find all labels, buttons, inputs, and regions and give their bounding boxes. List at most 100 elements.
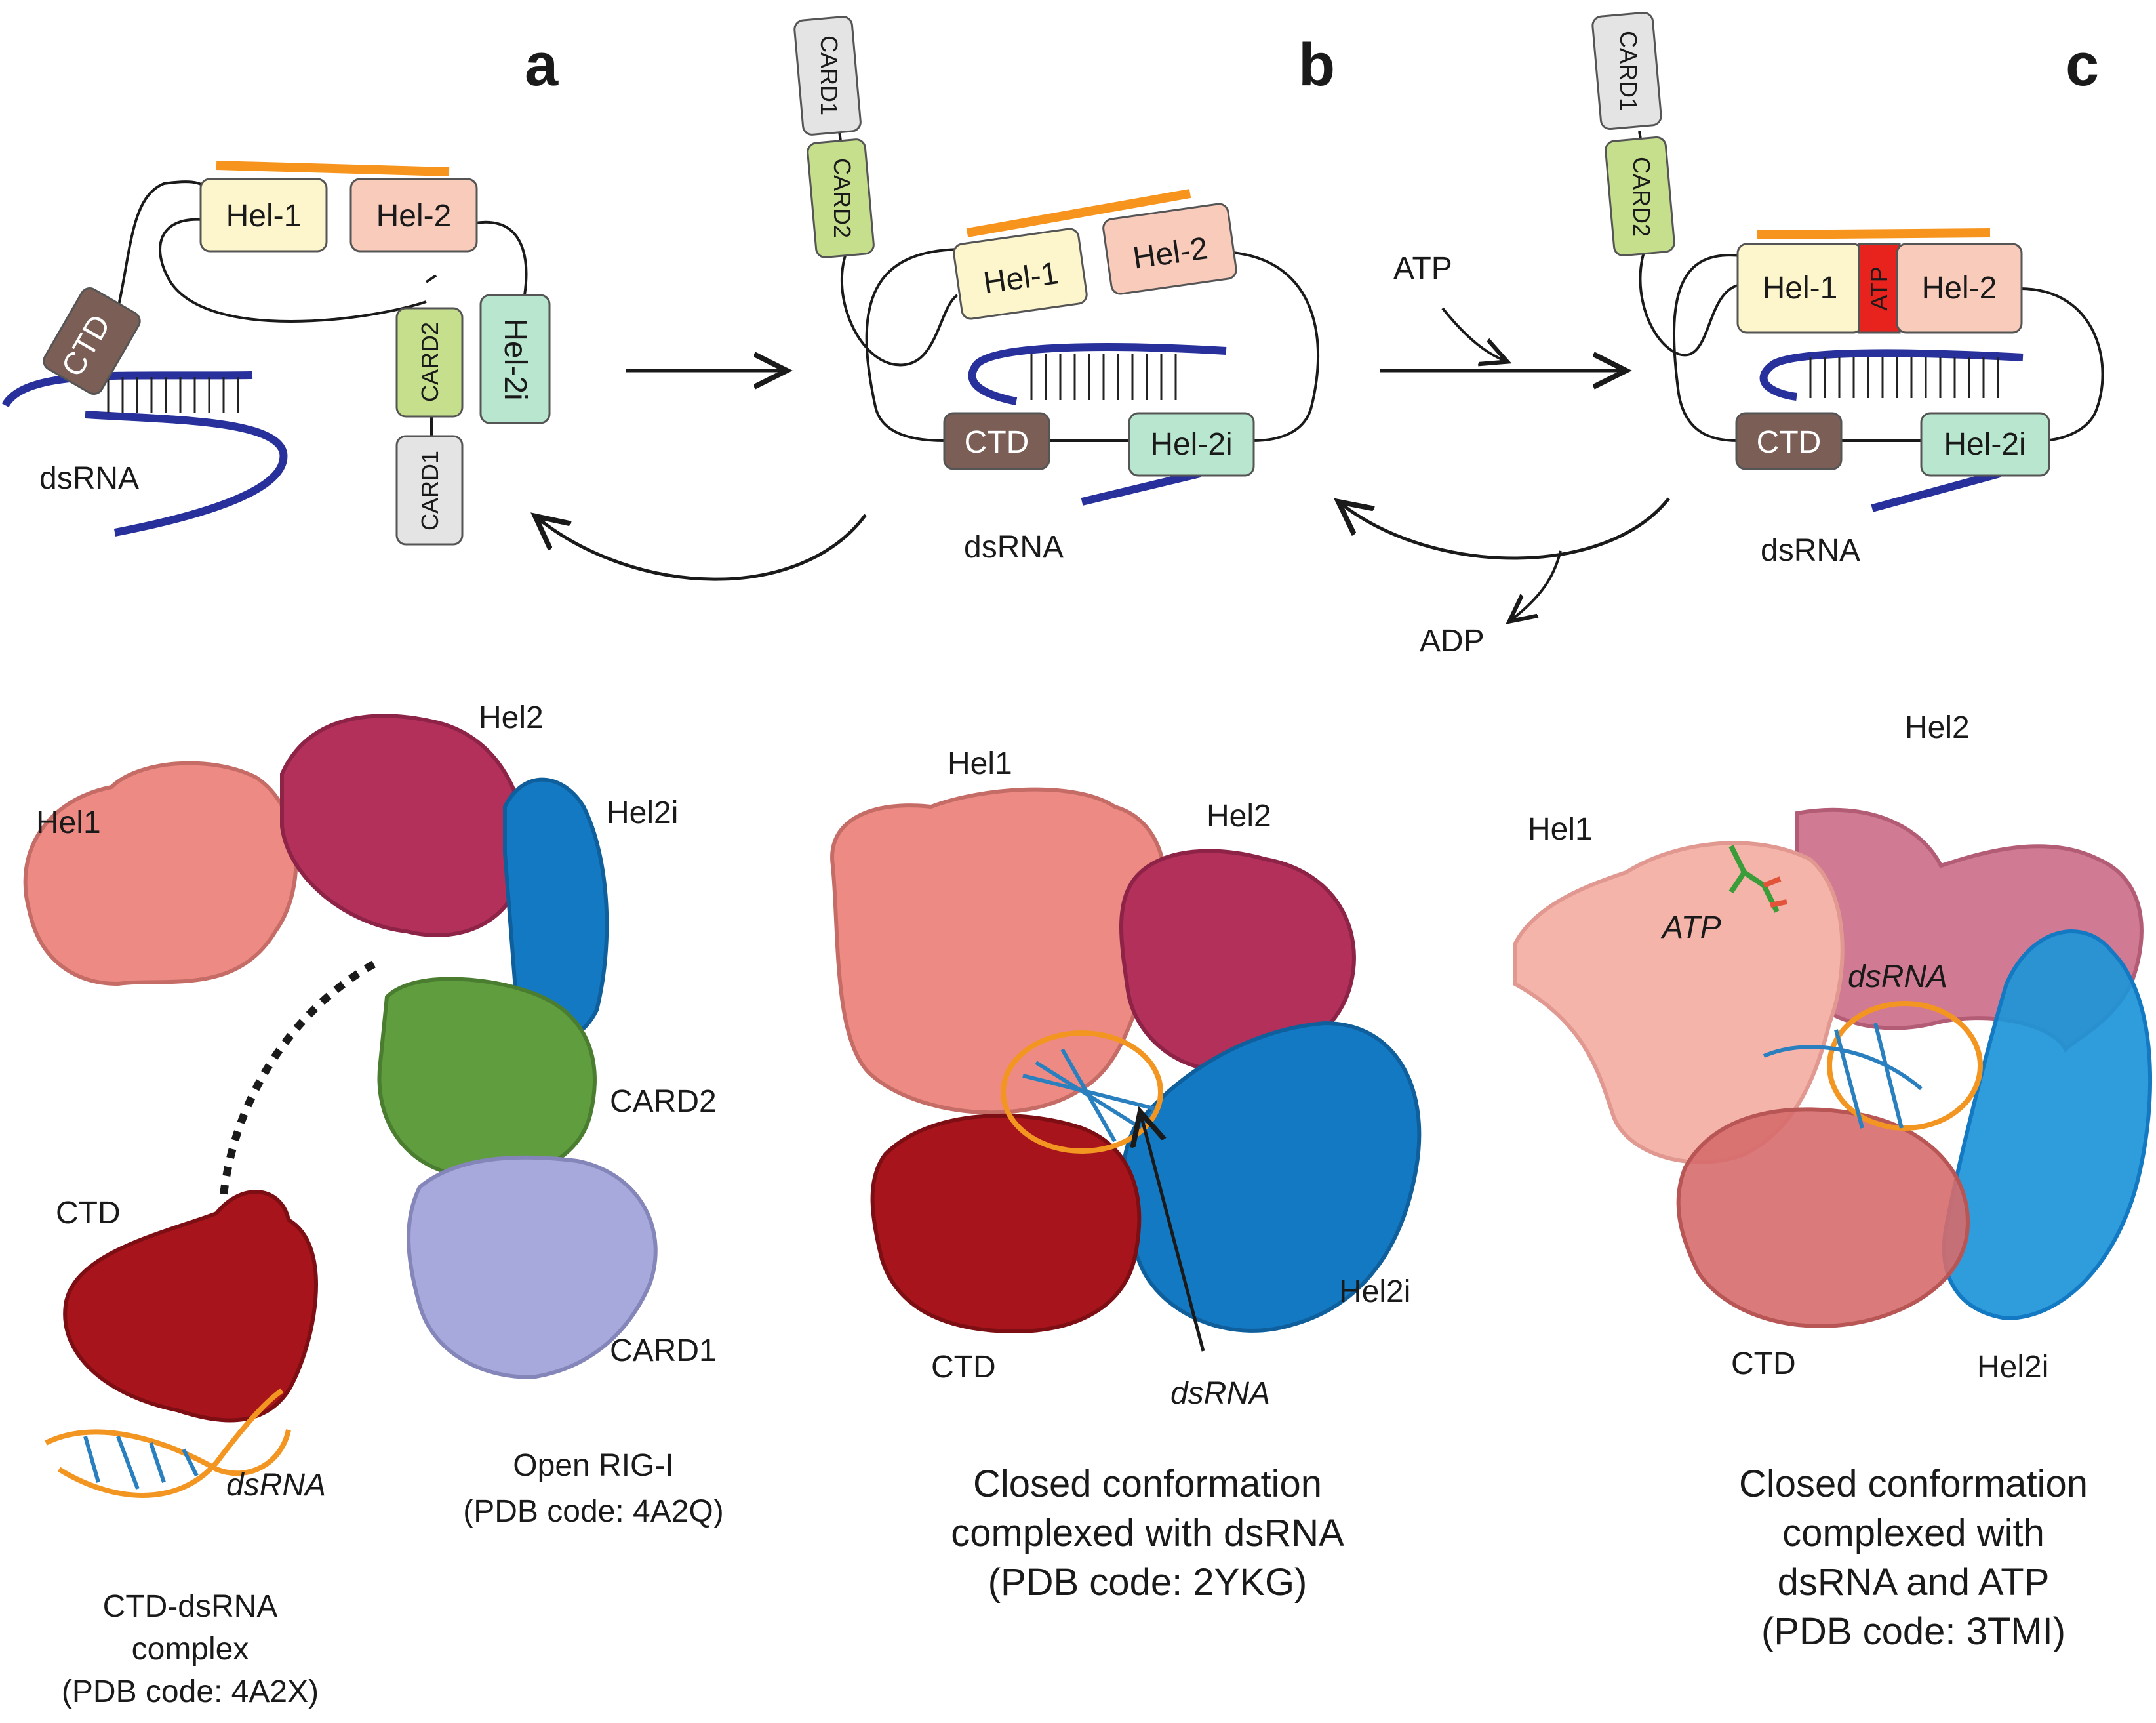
hel2i-box-b: Hel-2i xyxy=(1129,413,1254,476)
dsrna-label-c: dsRNA xyxy=(1761,533,1860,568)
card2-label-a: CARD2 xyxy=(610,1084,717,1119)
svg-text:Open RIG-I: Open RIG-I xyxy=(513,1448,673,1483)
adp-label: ADP xyxy=(1420,624,1485,659)
svg-text:complexed with dsRNA: complexed with dsRNA xyxy=(951,1512,1344,1554)
schematic-c: CARD1 CARD2 Hel-1 ATP Hel-2 CTD Hel-2i d… xyxy=(1592,12,2103,568)
svg-text:Hel-2i: Hel-2i xyxy=(1944,427,2026,462)
svg-text:ATP: ATP xyxy=(1866,266,1892,310)
ctd-label-c: CTD xyxy=(1731,1347,1796,1381)
svg-text:CARD1: CARD1 xyxy=(816,35,843,115)
hel1-label-a: Hel1 xyxy=(36,805,101,840)
atp-site-box-c: ATP xyxy=(1859,244,1900,333)
svg-text:complex: complex xyxy=(132,1632,249,1667)
svg-text:(PDB code: 4A2X): (PDB code: 4A2X) xyxy=(62,1674,319,1709)
rna-basepairs-a xyxy=(98,377,249,413)
svg-text:Hel-2i: Hel-2i xyxy=(498,318,532,400)
rna-strand-c-bottom xyxy=(1872,474,2000,508)
rna-basepairs-b xyxy=(1023,354,1187,400)
ctd-surface-c xyxy=(1679,1109,1968,1326)
panel-label-b: b xyxy=(1298,31,1335,98)
rna-strand-b-bottom xyxy=(1082,474,1200,502)
atp-label: ATP xyxy=(1393,251,1452,286)
card2-box-c: CARD2 xyxy=(1605,136,1675,256)
structure-c: Hel2 Hel1 ATP dsRNA CTD Hel2i xyxy=(1515,710,2150,1385)
hel2i-box-a: Hel-2i xyxy=(481,295,549,423)
svg-text:complexed with: complexed with xyxy=(1782,1512,2045,1554)
svg-text:(PDB code: 2YKG): (PDB code: 2YKG) xyxy=(988,1561,1308,1604)
hel2i-label-a: Hel2i xyxy=(607,796,678,830)
hel2-label-b: Hel2 xyxy=(1207,799,1271,834)
helicase-bar-a xyxy=(216,165,449,172)
atp-label-struct-c: ATP xyxy=(1660,910,1721,945)
hel2-label-a: Hel2 xyxy=(479,700,544,735)
dsrna-label-struct-a: dsRNA xyxy=(226,1468,326,1503)
hel2-label-c: Hel2 xyxy=(1905,710,1970,745)
svg-text:CARD2: CARD2 xyxy=(1628,157,1655,237)
svg-text:dsRNA and ATP: dsRNA and ATP xyxy=(1778,1561,2050,1604)
caption-a2: Open RIG-I (PDB code: 4A2Q) xyxy=(463,1448,724,1529)
svg-text:Closed conformation: Closed conformation xyxy=(1739,1463,2088,1505)
adp-output-arrow xyxy=(1511,551,1561,620)
svg-text:Hel-2: Hel-2 xyxy=(376,199,452,233)
panel-label-a: a xyxy=(525,31,559,98)
hel2i-label-c: Hel2i xyxy=(1977,1350,2048,1385)
svg-text:Hel-1: Hel-1 xyxy=(1763,271,1838,306)
helicase-bar-c xyxy=(1757,233,1990,235)
rna-basepairs-c xyxy=(1800,357,2010,398)
hel2i-label-b: Hel2i xyxy=(1339,1274,1410,1309)
hel1-label-b: Hel1 xyxy=(948,746,1012,781)
hel2-box-b: Hel-2 xyxy=(1102,203,1237,295)
schematic-b: CARD1 CARD2 Hel-1 Hel-2 CTD Hel-2i dsRNA xyxy=(794,16,1318,565)
hel1-surface-b xyxy=(832,790,1165,1113)
card1-box-a: CARD1 xyxy=(397,436,462,544)
svg-text:Hel-2i: Hel-2i xyxy=(1150,427,1232,462)
dsrna-label-b: dsRNA xyxy=(964,530,1064,565)
caption-c: Closed conformation complexed with dsRNA… xyxy=(1739,1463,2088,1653)
hel1-box-b: Hel-1 xyxy=(953,228,1088,320)
ctd-box-b: CTD xyxy=(944,413,1049,469)
svg-text:CARD1: CARD1 xyxy=(1615,31,1642,111)
card2-box-b: CARD2 xyxy=(807,138,875,258)
hel2-box-a: Hel-2 xyxy=(351,179,477,251)
svg-text:CARD1: CARD1 xyxy=(416,451,443,531)
card1-box-c: CARD1 xyxy=(1592,12,1662,129)
structure-a: Hel2 Hel1 Hel2i CARD2 CARD1 CTD dsRNA xyxy=(26,700,717,1503)
hel1-label-c: Hel1 xyxy=(1528,812,1593,847)
svg-text:(PDB code: 4A2Q): (PDB code: 4A2Q) xyxy=(463,1494,724,1529)
card2-box-a: CARD2 xyxy=(397,308,462,416)
hel1-box-a: Hel-1 xyxy=(201,179,327,251)
panel-label-c: c xyxy=(2066,31,2099,98)
ctd-label-a: CTD xyxy=(56,1196,121,1230)
ctd-box-c: CTD xyxy=(1736,413,1841,469)
card2-surface-a xyxy=(379,979,594,1179)
svg-text:Closed conformation: Closed conformation xyxy=(973,1463,1322,1505)
caption-a1: CTD-dsRNA complex (PDB code: 4A2X) xyxy=(62,1589,319,1709)
ctd-label-b: CTD xyxy=(931,1350,996,1385)
schematic-a: Hel-1 Hel-2 CARD2 CARD1 Hel-2i CTD dsRNA xyxy=(5,165,549,544)
card1-box-b: CARD1 xyxy=(794,16,862,135)
linker-dotted-a xyxy=(223,964,374,1200)
dsrna-label-a: dsRNA xyxy=(39,461,139,496)
svg-text:Hel-2: Hel-2 xyxy=(1922,271,1997,306)
hel2-box-c: Hel-2 xyxy=(1897,244,2022,333)
reverse-arrow-ba xyxy=(538,515,866,579)
svg-text:CARD2: CARD2 xyxy=(829,158,856,238)
svg-text:(PDB code: 3TMI): (PDB code: 3TMI) xyxy=(1761,1610,2066,1653)
atp-input-arrow xyxy=(1443,308,1505,361)
svg-text:Hel-1: Hel-1 xyxy=(226,199,302,233)
dsrna-label-struct-c: dsRNA xyxy=(1848,960,1947,994)
svg-text:CTD: CTD xyxy=(1757,425,1822,460)
dsrna-label-struct-b: dsRNA xyxy=(1170,1376,1270,1411)
svg-text:CARD2: CARD2 xyxy=(416,322,443,402)
svg-text:CTD: CTD xyxy=(965,425,1029,460)
hel2i-box-c: Hel-2i xyxy=(1921,413,2049,476)
structure-b: Hel1 Hel2 Hel2i CTD dsRNA xyxy=(832,746,1419,1411)
reverse-arrow-cb xyxy=(1341,498,1669,558)
svg-text:CTD-dsRNA: CTD-dsRNA xyxy=(103,1589,278,1624)
hel2-surface-a xyxy=(282,716,525,935)
hel1-box-c: Hel-1 xyxy=(1738,244,1862,333)
caption-b: Closed conformation complexed with dsRNA… xyxy=(951,1463,1344,1604)
hel1-surface-a xyxy=(26,763,296,984)
card1-label-a: CARD1 xyxy=(610,1333,717,1368)
